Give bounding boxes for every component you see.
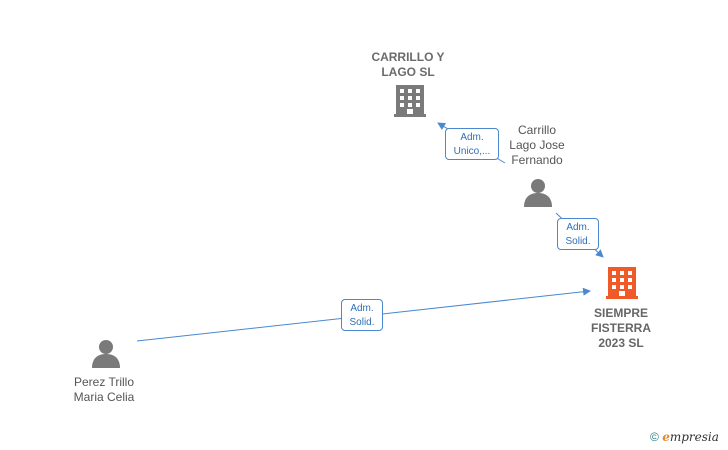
person-name-line: Lago Jose <box>509 138 565 152</box>
footer-brand: © empresia <box>650 430 719 444</box>
edge-label-adm-solid[interactable]: Adm. Solid. <box>557 218 599 250</box>
person-label-carrillo-lago[interactable]: Carrillo Lago Jose Fernando <box>496 123 578 168</box>
company-name-line: FISTERRA <box>591 321 651 335</box>
person-icon[interactable] <box>92 340 120 368</box>
edge-label-line: Adm. <box>460 132 484 143</box>
edge-label-adm-unico[interactable]: Adm. Unico,... <box>445 128 499 160</box>
person-label-perez-trillo[interactable]: Perez Trillo Maria Celia <box>58 375 150 405</box>
building-icon-main[interactable] <box>606 267 638 299</box>
company-label-siempre-fisterra[interactable]: SIEMPRE FISTERRA 2023 SL <box>576 306 666 351</box>
person-name-line: Fernando <box>511 153 563 167</box>
company-label-carrillo-y-lago[interactable]: CARRILLO Y LAGO SL <box>362 50 454 80</box>
edge-label-line: Solid. <box>349 317 375 328</box>
company-name-line: SIEMPRE <box>593 306 648 320</box>
copyright-icon: © <box>650 430 659 444</box>
building-icon[interactable] <box>394 85 426 117</box>
brand-rest: mpresia <box>669 430 719 444</box>
company-name-line: LAGO SL <box>381 65 435 79</box>
brand-initial: e <box>662 430 670 444</box>
person-name-line: Perez Trillo <box>73 375 135 389</box>
company-name-line: CARRILLO Y <box>371 50 445 64</box>
person-icon[interactable] <box>524 179 552 207</box>
person-name-line: Maria Celia <box>73 390 135 404</box>
edge-label-adm-solid[interactable]: Adm. Solid. <box>341 299 383 331</box>
edge-label-line: Solid. <box>565 236 591 247</box>
edge-label-line: Adm. <box>566 222 590 233</box>
company-name-line: 2023 SL <box>598 336 644 350</box>
edge-label-line: Unico,... <box>453 146 491 157</box>
edge-label-line: Adm. <box>350 303 374 314</box>
person-name-line: Carrillo <box>517 123 556 137</box>
brand-logo: empresia <box>662 430 719 444</box>
